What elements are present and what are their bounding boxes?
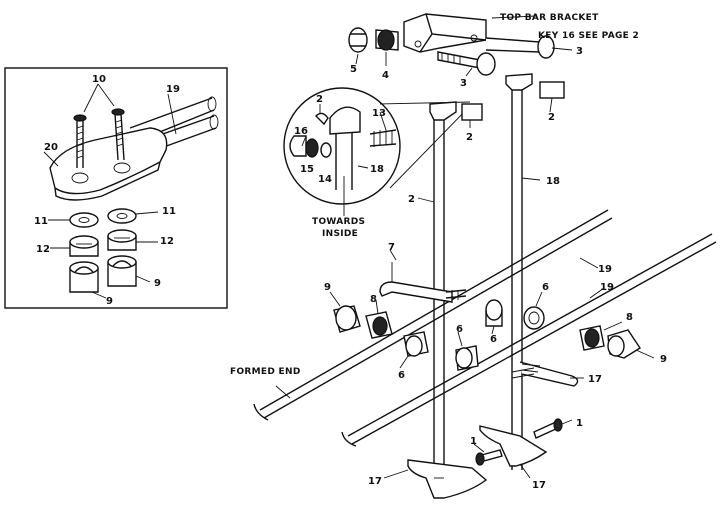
callout-6-a: 6	[398, 370, 405, 381]
nut-9-left	[69, 261, 99, 293]
callout-11-left: 11	[34, 216, 48, 227]
nut-9-main-right	[607, 329, 641, 359]
u-bolt-7-upper	[379, 281, 453, 303]
foot-17-left	[407, 459, 488, 499]
bolt-10-right	[111, 108, 125, 161]
callout-19-lower: 19	[600, 282, 614, 293]
nut-9-main-left	[333, 305, 361, 333]
nut-5	[348, 27, 368, 53]
callout-10: 10	[92, 74, 106, 85]
callout-12-left: 12	[36, 244, 50, 255]
bolt-1-lower	[475, 449, 503, 466]
main-frame	[253, 73, 717, 499]
cap-2-left	[461, 103, 483, 121]
spacer-6-c	[485, 299, 503, 327]
callout-6-b: 6	[456, 324, 463, 335]
callout-15: 15	[300, 164, 314, 175]
spacer-6-a	[403, 331, 429, 357]
callout-20: 20	[44, 142, 58, 153]
callout-8-main-left: 8	[370, 294, 377, 305]
washer-14	[320, 142, 332, 158]
nut-9-right	[107, 255, 137, 287]
callout-1-upper: 1	[576, 418, 583, 429]
callout-2-left-tube: 2	[408, 194, 415, 205]
label-formed-end: FORMED END	[230, 367, 301, 377]
top-bar-bracket-assembly	[348, 13, 573, 77]
callout-11-right: 11	[162, 206, 176, 217]
bolt-3-head	[537, 35, 555, 59]
spacer-6-d	[523, 306, 545, 330]
right-vertical-tube	[511, 86, 523, 470]
rail-19-upper	[259, 209, 613, 419]
spacer-6-b	[455, 345, 479, 371]
bracket-20	[49, 127, 168, 195]
label-inside: INSIDE	[322, 229, 358, 239]
callout-2-detail: 2	[316, 94, 323, 105]
inset-frame	[4, 67, 228, 309]
callout-6-c: 6	[490, 334, 497, 345]
callout-3-lower: 3	[460, 78, 467, 89]
callout-6-d: 6	[542, 282, 549, 293]
callout-18-main: 18	[546, 176, 560, 187]
callout-1-lower: 1	[470, 436, 477, 447]
callout-9-inset-right: 9	[154, 278, 161, 289]
callout-19-inset: 19	[166, 84, 180, 95]
callout-17-left: 17	[368, 476, 382, 487]
locknut-12-right	[107, 229, 137, 251]
callout-8-main-right: 8	[626, 312, 633, 323]
cap-16	[289, 135, 307, 157]
washer-11-left	[69, 212, 99, 228]
callout-7-lower: 17	[588, 374, 602, 385]
rail-19-lower	[347, 233, 717, 445]
callout-4: 4	[382, 70, 389, 81]
callout-9-main-left: 9	[324, 282, 331, 293]
detail-circle	[283, 87, 401, 205]
callout-16: 16	[294, 126, 308, 137]
u-bolt-7-lower	[519, 361, 579, 387]
left-vertical-tube	[433, 118, 445, 496]
bolt-3-lower-head	[476, 52, 496, 76]
callout-5: 5	[350, 64, 357, 75]
cap-2-right	[539, 81, 565, 99]
callout-14: 14	[318, 174, 332, 185]
locknut-12-left	[69, 235, 99, 257]
callout-2-left-cap: 2	[466, 132, 473, 143]
foot-17-right	[479, 425, 548, 467]
circle-detail	[283, 87, 471, 216]
bolt-10-left	[73, 114, 87, 168]
label-top-bar-bracket: TOP BAR BRACKET	[500, 13, 599, 23]
nut-15	[305, 138, 319, 158]
callout-12-right: 12	[160, 236, 174, 247]
callout-9-main-right: 9	[660, 354, 667, 365]
callout-7-upper: 7	[388, 242, 395, 253]
callout-3-right: 3	[576, 46, 583, 57]
label-key-note: KEY 16 SEE PAGE 2	[538, 31, 639, 41]
callout-2-right-cap: 2	[548, 112, 555, 123]
bolt-1-upper	[533, 418, 563, 439]
washer-11-right	[107, 208, 137, 224]
callout-9-inset-bottom: 9	[106, 296, 113, 307]
inset-detail	[4, 67, 228, 309]
callout-17-right: 17	[532, 480, 546, 491]
callout-18-detail: 18	[370, 164, 384, 175]
callout-13: 13	[372, 108, 386, 119]
label-towards: TOWARDS	[312, 217, 365, 227]
callout-19-upper: 19	[598, 264, 612, 275]
locknut-8-main-left	[365, 311, 393, 339]
top-bar-bracket	[403, 13, 487, 53]
locknut-8-main-right	[579, 325, 605, 351]
